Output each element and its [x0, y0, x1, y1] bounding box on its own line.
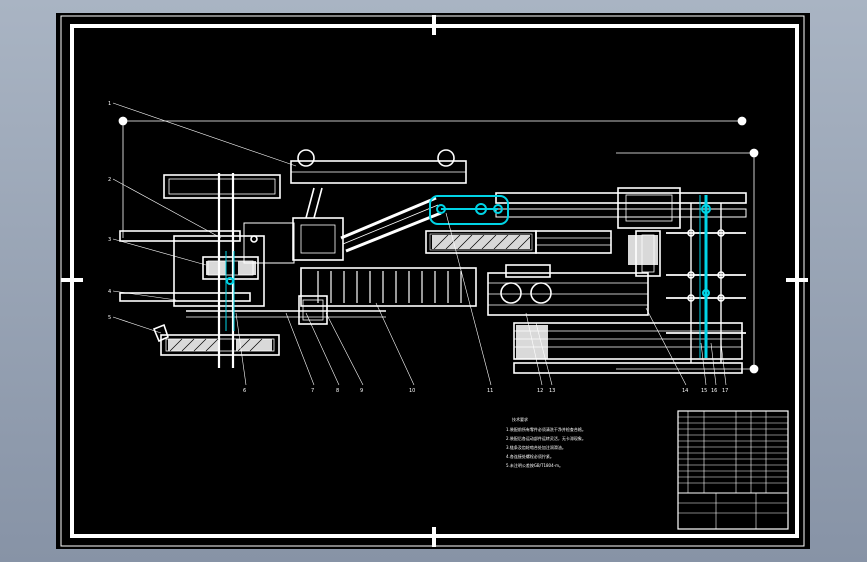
centering-marks — [61, 15, 808, 547]
note-line-3: 3.链条及齿轮啮合处加注润滑油。 — [506, 444, 566, 450]
hatch-lines — [169, 234, 531, 352]
cad-drawing: 1 2 3 4 5 6 7 8 9 10 11 12 13 14 15 16 1… — [60, 15, 808, 547]
part-label-10: 10 — [409, 388, 415, 394]
leader-lines — [112, 102, 727, 386]
lower-part-labels: 6 7 8 9 10 11 12 13 14 15 16 17 — [243, 388, 728, 394]
part-label-8: 8 — [336, 388, 339, 394]
part-label-17: 17 — [722, 388, 728, 394]
highlighted-parts — [225, 195, 711, 358]
note-line-4: 4.各连接处螺栓必须拧紧。 — [506, 453, 554, 459]
part-label-12: 12 — [537, 388, 543, 394]
drawing-sheet: 1 2 3 4 5 6 7 8 9 10 11 12 13 14 15 16 1… — [56, 13, 810, 549]
technical-notes: 技术要求 1.装配前所有零件必须清洗干净并检查合格。 2.装配后各运动部件运转灵… — [506, 416, 586, 468]
upper-part-labels: 1 2 3 4 5 — [108, 101, 111, 321]
hatched-sections — [168, 235, 658, 359]
part-label-3: 3 — [108, 237, 111, 243]
part-label-5: 5 — [108, 315, 111, 321]
part-label-13: 13 — [549, 388, 555, 394]
note-line-5: 5.未注明公差按GB/T1804-m。 — [506, 462, 563, 468]
part-label-6: 6 — [243, 388, 246, 394]
part-label-15: 15 — [701, 388, 707, 394]
part-label-7: 7 — [311, 388, 314, 394]
part-label-4: 4 — [108, 289, 111, 295]
note-line-1: 1.装配前所有零件必须清洗干净并检查合格。 — [506, 426, 586, 432]
part-label-14: 14 — [682, 388, 688, 394]
notes-heading: 技术要求 — [512, 416, 528, 422]
dimension-lines — [118, 116, 759, 374]
note-line-2: 2.装配后各运动部件运转灵活，无卡滞现象。 — [506, 435, 586, 441]
part-label-11: 11 — [487, 388, 493, 394]
part-label-2: 2 — [108, 177, 111, 183]
part-label-9: 9 — [360, 388, 363, 394]
part-label-16: 16 — [711, 388, 717, 394]
part-label-1: 1 — [108, 101, 111, 107]
title-block — [677, 410, 789, 530]
border-frame — [60, 15, 805, 547]
